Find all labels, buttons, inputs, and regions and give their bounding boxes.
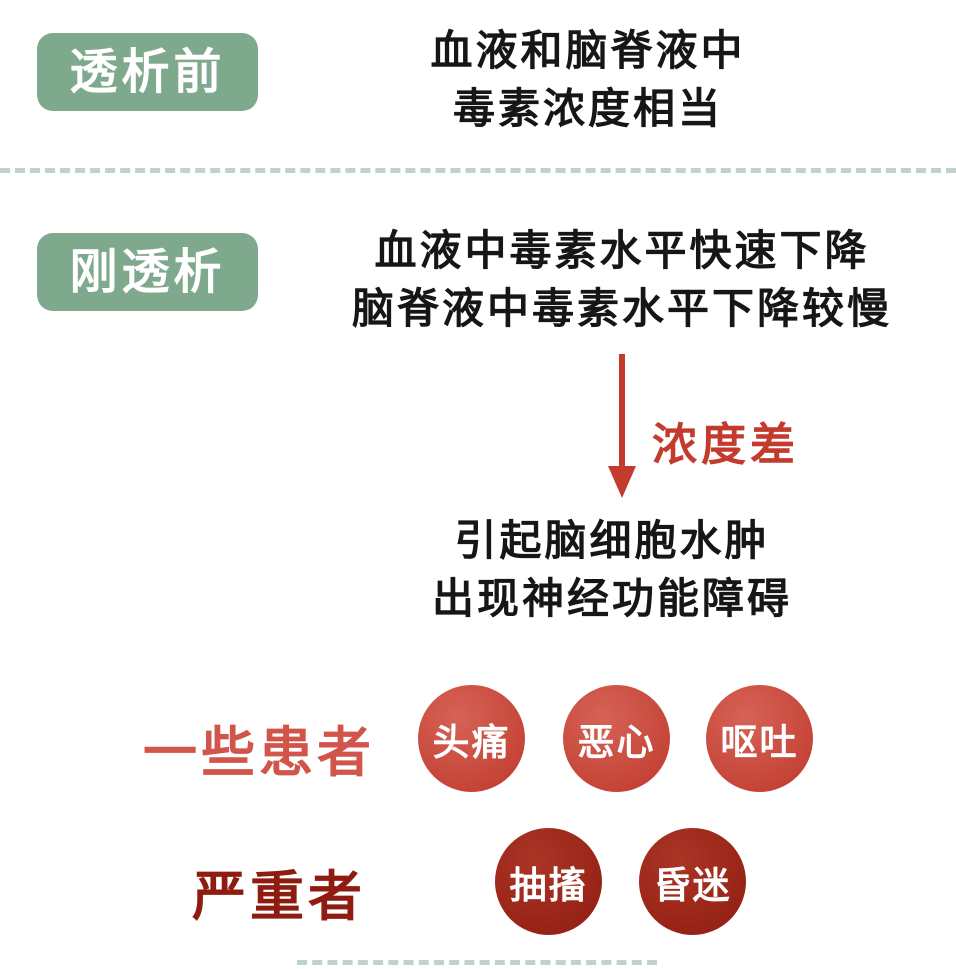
symptom-circle-vomiting: 呕吐 [706, 685, 813, 792]
consequence-text: 引起脑细胞水肿 出现神经功能障碍 [312, 512, 912, 628]
symptom-circle-convulsions: 抽搐 [495, 828, 602, 935]
just-dialyzed-line2: 脑脊液中毒素水平下降较慢 [351, 284, 892, 333]
just-dialyzed-line1: 血液中毒素水平快速下降 [374, 226, 870, 275]
pre-dialysis-text: 血液和脑脊液中 毒素浓度相当 [288, 22, 888, 138]
concentration-difference-label: 浓度差 [652, 418, 800, 471]
just-dialyzed-text: 血液中毒素水平快速下降 脑脊液中毒素水平下降较慢 [252, 222, 956, 338]
pre-dialysis-line2: 毒素浓度相当 [452, 84, 723, 133]
badge-pre-dialysis: 透析前 [37, 33, 258, 111]
dashed-divider-bottom [297, 960, 657, 965]
pre-dialysis-line1: 血液和脑脊液中 [430, 26, 746, 75]
severe-cases-label: 严重者 [192, 865, 366, 928]
badge-just-dialyzed: 刚透析 [37, 233, 258, 311]
consequence-line2: 出现神经功能障碍 [431, 574, 792, 623]
down-arrow-icon [608, 354, 636, 498]
some-patients-label: 一些患者 [143, 721, 375, 784]
symptom-circle-nausea: 恶心 [563, 685, 670, 792]
consequence-line1: 引起脑细胞水肿 [454, 516, 770, 565]
symptom-circle-coma: 昏迷 [639, 828, 746, 935]
symptom-circle-headache: 头痛 [418, 685, 525, 792]
dashed-divider [0, 168, 956, 173]
